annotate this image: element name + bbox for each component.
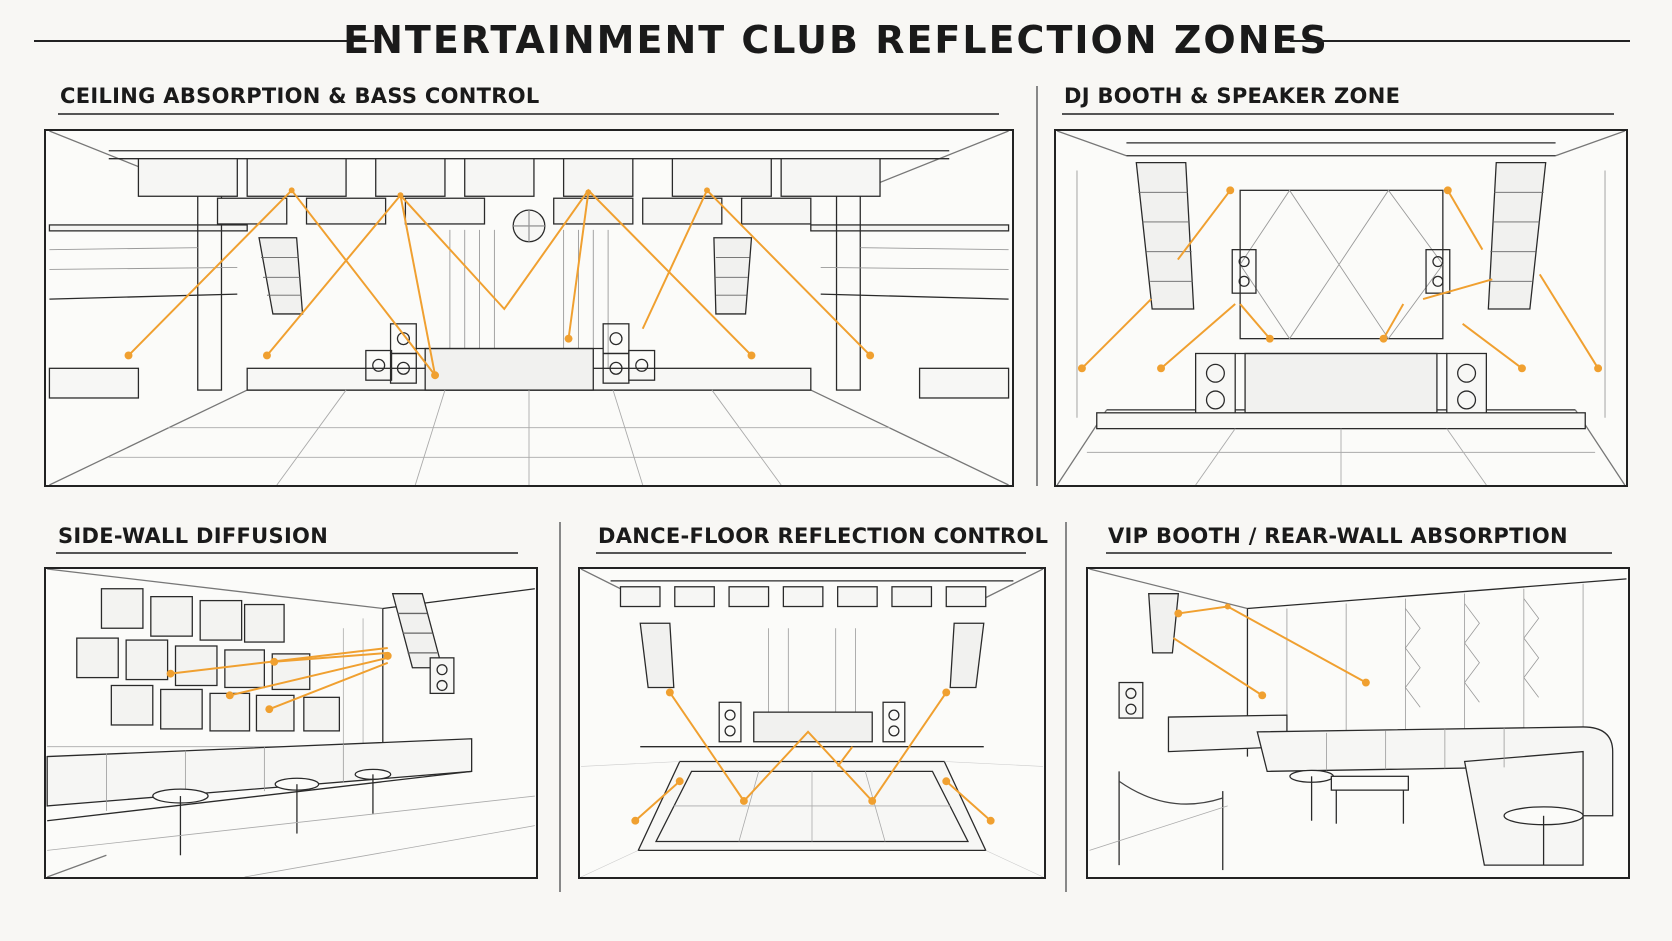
panel-side-wall-diffusion [44,567,538,879]
panel-vip-booth [1086,567,1630,879]
heading-rule-dj-booth [1062,113,1614,115]
panel-ceiling-absorption [44,129,1014,487]
title-rule-left [34,40,374,42]
heading-vip-booth: VIP BOOTH / REAR-WALL ABSORPTION [1108,524,1568,548]
heading-ceiling: CEILING ABSORPTION & BASS CONTROL [60,84,540,108]
dj-booth-illustration [1056,131,1626,485]
ceiling-illustration [48,131,1010,485]
reflection-arrows-dance-floor [634,691,992,822]
separator-bottom-right [1065,522,1067,892]
title-rule-right [1290,40,1630,42]
heading-rule-side-wall [56,552,518,554]
heading-side-wall: SIDE-WALL DIFFUSION [58,524,329,548]
separator-top [1036,86,1038,486]
reflection-arrows-vip-booth [1172,605,1367,697]
reflection-arrows-dj-booth [1081,189,1599,370]
reflection-arrows-side-wall [170,646,389,711]
side-wall-illustration [46,569,535,877]
heading-rule-ceiling [58,113,999,115]
panel-dance-floor [578,567,1046,879]
page-title: ENTERTAINMENT CLUB REFLECTION ZONES [343,18,1329,62]
heading-rule-dance-floor [596,552,1026,554]
heading-dj-booth: DJ BOOTH & SPEAKER ZONE [1064,84,1401,108]
dance-floor-illustration [580,569,1044,877]
heading-dance-floor: DANCE-FLOOR REFLECTION CONTROL [598,524,1049,548]
heading-rule-vip-booth [1106,552,1612,554]
panel-dj-booth [1054,129,1628,487]
separator-bottom-left [559,522,561,892]
vip-booth-illustration [1089,569,1627,871]
